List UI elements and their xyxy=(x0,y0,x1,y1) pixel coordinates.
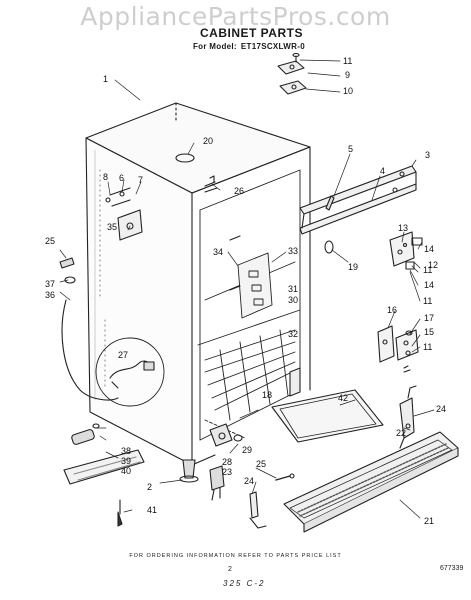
callout-35: 35 xyxy=(107,222,117,232)
bottom-corner-parts xyxy=(179,367,301,501)
model-prefix: For Model: xyxy=(193,42,237,51)
callout-16: 16 xyxy=(387,305,397,315)
callout-32: 32 xyxy=(288,329,298,339)
callout-24b: 24 xyxy=(244,476,254,486)
callout-33: 33 xyxy=(288,246,298,256)
left-external-parts xyxy=(59,257,119,401)
model-line: For Model:ET17SCXLWR-0 xyxy=(193,42,309,51)
left-cabinet-hardware xyxy=(105,153,241,291)
ordering-note: FOR ORDERING INFORMATION REFER TO PARTS … xyxy=(129,553,342,559)
callout-14b: 14 xyxy=(424,280,434,290)
callout-21: 21 xyxy=(424,516,434,526)
handwritten-mark: 325 C-2 xyxy=(223,579,266,588)
callout-12: 12 xyxy=(428,260,438,270)
kickplate-left-parts xyxy=(63,423,145,527)
callout-9: 9 xyxy=(345,70,350,80)
callout-24a: 24 xyxy=(436,404,446,414)
callout-2: 2 xyxy=(147,482,152,492)
callout-19: 19 xyxy=(348,262,358,272)
right-bracket-parts xyxy=(399,385,417,449)
leader-lines xyxy=(59,59,435,519)
callout-42: 42 xyxy=(338,393,348,403)
callout-15: 15 xyxy=(424,327,434,337)
callout-4: 4 xyxy=(380,166,385,176)
callout-37: 37 xyxy=(45,279,55,289)
callout-14a: 14 xyxy=(424,244,434,254)
lower-fasteners xyxy=(249,473,295,529)
callout-39: 39 xyxy=(121,456,131,466)
callout-7: 7 xyxy=(138,175,143,185)
page-number: 2 xyxy=(228,566,232,573)
callout-11a: 11 xyxy=(343,56,352,66)
callout-26: 26 xyxy=(234,186,244,196)
wire-harness-detail xyxy=(95,337,165,407)
callout-30: 30 xyxy=(288,295,298,305)
callout-20: 20 xyxy=(203,136,213,146)
callout-29: 29 xyxy=(242,445,252,455)
callout-25b: 25 xyxy=(256,459,266,469)
callout-23: 23 xyxy=(222,467,232,477)
callout-22: 22 xyxy=(396,428,406,438)
callout-17: 17 xyxy=(424,313,434,323)
callout-11d: 11 xyxy=(423,265,432,275)
callout-3: 3 xyxy=(425,150,430,160)
callout-6: 6 xyxy=(119,173,124,183)
callout-1: 1 xyxy=(103,74,108,84)
model-number: ET17SCXLWR-0 xyxy=(240,42,305,51)
drawing-number: 677339 xyxy=(440,565,464,572)
diagram-title: CABINET PARTS xyxy=(200,26,303,40)
callout-5: 5 xyxy=(348,144,353,154)
callout-11c: 11 xyxy=(423,342,432,352)
callout-27: 27 xyxy=(118,350,128,360)
callout-31: 31 xyxy=(288,284,298,294)
callout-36: 36 xyxy=(45,290,55,300)
callout-38: 38 xyxy=(121,446,131,456)
callout-34: 34 xyxy=(213,247,223,257)
callout-11b: 11 xyxy=(423,296,432,306)
rail-channel xyxy=(299,165,417,254)
right-hinge-brackets xyxy=(377,231,423,373)
top-hinge-parts xyxy=(277,52,307,95)
callout-18: 18 xyxy=(262,390,272,400)
callout-labels: 1 2 3 4 5 6 7 8 9 10 11 11 11 11 12 13 1… xyxy=(45,56,446,526)
toe-grille xyxy=(283,431,459,533)
cabinet-interior xyxy=(197,169,301,441)
callout-28: 28 xyxy=(222,457,232,467)
watermark: AppliancePartsPros.com xyxy=(80,2,391,31)
callout-13: 13 xyxy=(398,223,408,233)
callout-41: 41 xyxy=(147,505,157,515)
callout-10: 10 xyxy=(343,86,353,96)
drip-pan xyxy=(271,389,384,443)
callout-8: 8 xyxy=(103,172,108,182)
callout-40: 40 xyxy=(121,466,131,476)
callout-25a: 25 xyxy=(45,236,55,246)
